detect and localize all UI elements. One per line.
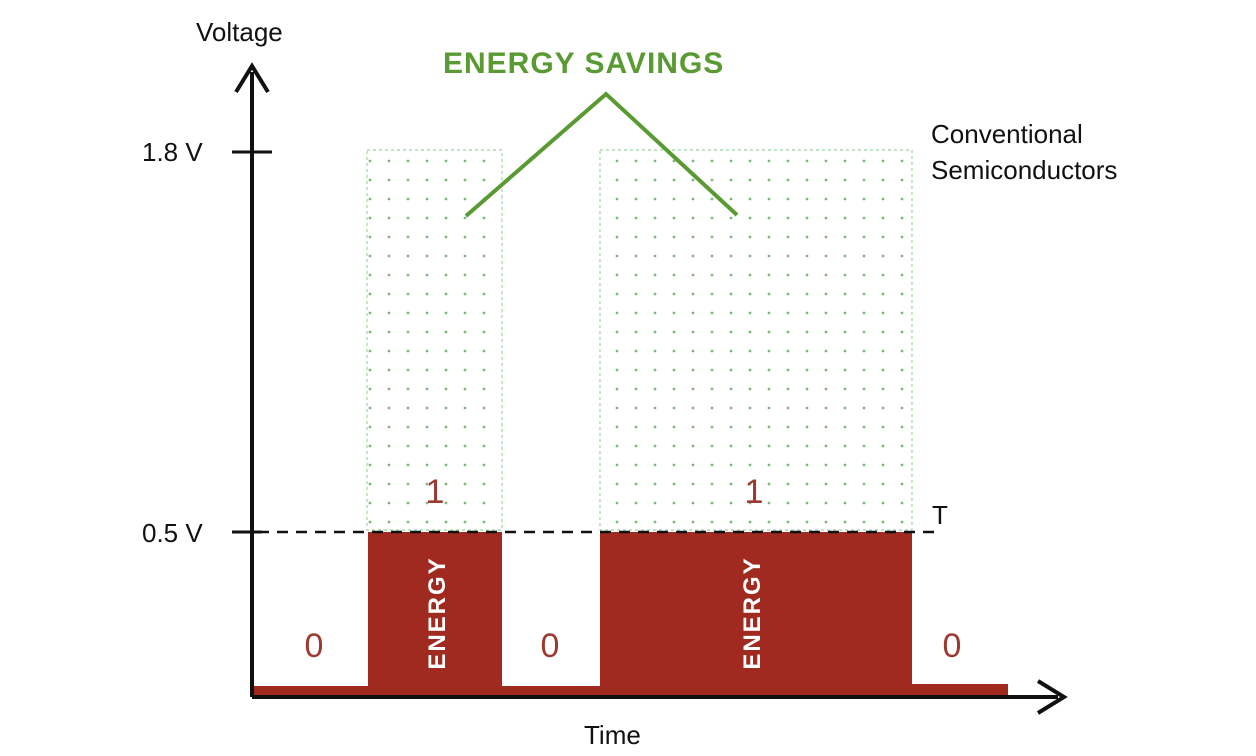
energy-savings-title: ENERGY SAVINGS — [443, 47, 724, 80]
conventional-label-line1: Conventional — [931, 119, 1083, 149]
tick-label-0-5v: 0.5 V — [142, 518, 203, 548]
y-axis-arrow-icon — [234, 62, 270, 94]
energy-block-label-2: ENERGY — [739, 556, 766, 669]
energy-block-label-1: ENERGY — [424, 556, 451, 669]
conventional-label-line2: Semiconductors — [931, 155, 1117, 185]
low-bit-label-3: 0 — [943, 627, 962, 665]
low-bit-label-2: 0 — [541, 627, 560, 665]
low-bit-label-1: 0 — [305, 627, 324, 665]
y-axis-label: Voltage — [196, 17, 283, 47]
savings-region-2 — [599, 149, 913, 531]
tick-label-1-8v: 1.8 V — [142, 137, 203, 167]
energy-block-1 — [368, 532, 502, 697]
low-level-segment-2 — [502, 686, 600, 697]
x-axis-label: Time — [584, 720, 641, 750]
high-bit-label-2: 1 — [745, 473, 764, 511]
energy-block-2 — [600, 532, 912, 697]
x-axis-arrow-icon — [1036, 679, 1068, 715]
threshold-end-marker: T — [932, 500, 948, 530]
low-level-segment-3 — [912, 684, 1008, 697]
low-level-segment-1 — [252, 686, 368, 697]
high-bit-label-1: 1 — [426, 473, 445, 511]
energy-savings-pointer-lines — [464, 91, 739, 218]
savings-region-1 — [366, 149, 503, 531]
